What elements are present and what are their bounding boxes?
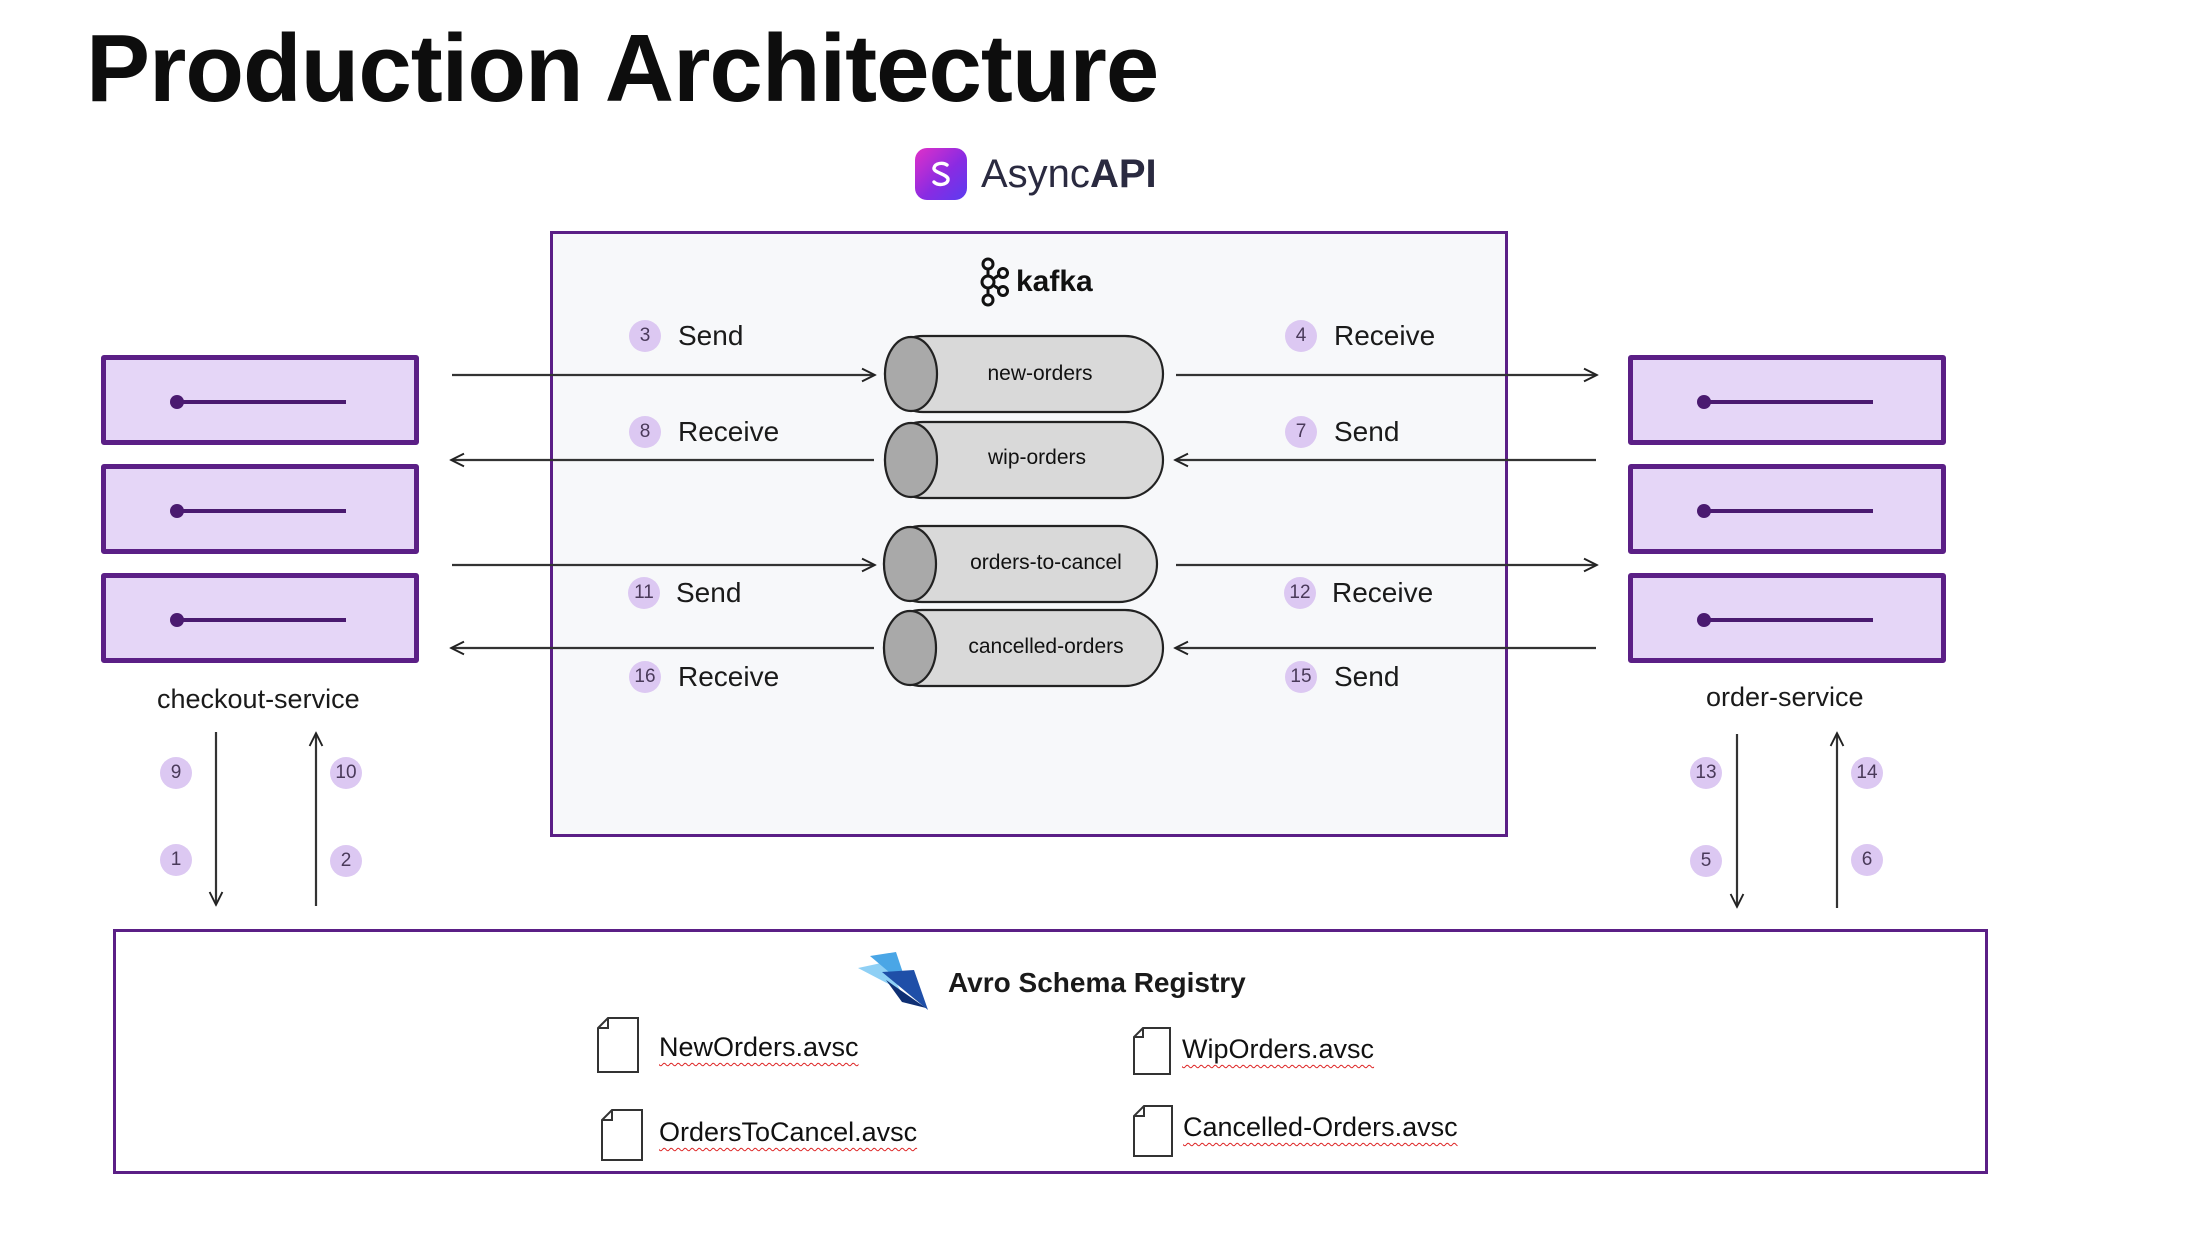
topic-new-orders [883, 334, 1165, 414]
avro-icon [858, 952, 928, 1010]
step-badge: 2 [330, 845, 362, 877]
checkout-service-instance [101, 464, 419, 554]
file-icon [1133, 1105, 1173, 1157]
flow-action-label: Receive [1332, 577, 1434, 608]
step-badge: 9 [160, 757, 192, 789]
order-service-label: order-service [1706, 682, 1864, 712]
schema-file-name[interactable]: OrdersToCancel.avsc [659, 1117, 918, 1147]
file-icon [1133, 1027, 1171, 1075]
step-badge: 3 [629, 320, 661, 352]
step-badge: 7 [1285, 416, 1317, 448]
checkout-service-instance [101, 573, 419, 663]
topic-label: cancelled-orders [968, 635, 1124, 658]
schema-registry-box [113, 929, 1988, 1174]
instance-line [176, 400, 346, 404]
step-badge: 14 [1851, 757, 1883, 789]
flow-action-label: Send [1334, 661, 1400, 692]
step-badge: 15 [1285, 661, 1317, 693]
topic-wip-orders [883, 420, 1165, 500]
file-icon [597, 1017, 639, 1073]
asyncapi-word-bold: API [1089, 151, 1157, 196]
page-title: Production Architecture [86, 15, 1159, 122]
order-service-instance [1628, 355, 1946, 445]
kafka-icon [980, 257, 1009, 307]
instance-line [1703, 509, 1873, 513]
order-service-instance [1628, 573, 1946, 663]
order-service-instance [1628, 464, 1946, 554]
file-icon [601, 1109, 643, 1161]
step-badge: 16 [629, 661, 661, 693]
kafka-logo: kafka [976, 256, 1093, 308]
asyncapi-icon [915, 148, 967, 200]
step-badge: 11 [628, 577, 660, 609]
instance-line [1703, 400, 1873, 404]
flow-action-label: Receive [1334, 320, 1436, 351]
flow-action-label: Receive [678, 661, 780, 692]
schema-file-name[interactable]: Cancelled-Orders.avsc [1183, 1112, 1458, 1142]
step-badge: 5 [1690, 845, 1722, 877]
step-badge: 6 [1851, 844, 1883, 876]
step-badge: 4 [1285, 320, 1317, 352]
step-badge: 12 [1284, 577, 1316, 609]
schema-file-name[interactable]: WipOrders.avsc [1182, 1034, 1375, 1064]
topic-label: orders-to-cancel [970, 551, 1122, 574]
instance-line [176, 618, 346, 622]
registry-title: Avro Schema Registry [948, 967, 1246, 998]
flow-action-label: Send [1334, 416, 1400, 447]
asyncapi-logo: AsyncAPI [915, 148, 1157, 200]
topic-label: new-orders [987, 362, 1093, 385]
flow-action-label: Receive [678, 416, 780, 447]
step-badge: 13 [1690, 757, 1722, 789]
flow-action-label: Send [676, 577, 742, 608]
checkout-service-instance [101, 355, 419, 445]
kafka-wordmark: kafka [1016, 265, 1093, 298]
schema-file-name[interactable]: NewOrders.avsc [659, 1032, 859, 1062]
instance-line [1703, 618, 1873, 622]
topic-cancelled-orders [882, 608, 1165, 688]
step-badge: 1 [160, 844, 192, 876]
step-badge: 8 [629, 416, 661, 448]
topic-label: wip-orders [987, 446, 1087, 469]
instance-line [176, 509, 346, 513]
flow-action-label: Send [678, 320, 744, 351]
step-badge: 10 [330, 757, 362, 789]
checkout-service-label: checkout-service [157, 684, 360, 714]
asyncapi-word-regular: Async [981, 151, 1090, 196]
topic-orders-to-cancel [882, 524, 1159, 604]
asyncapi-wordmark: AsyncAPI [981, 152, 1157, 197]
